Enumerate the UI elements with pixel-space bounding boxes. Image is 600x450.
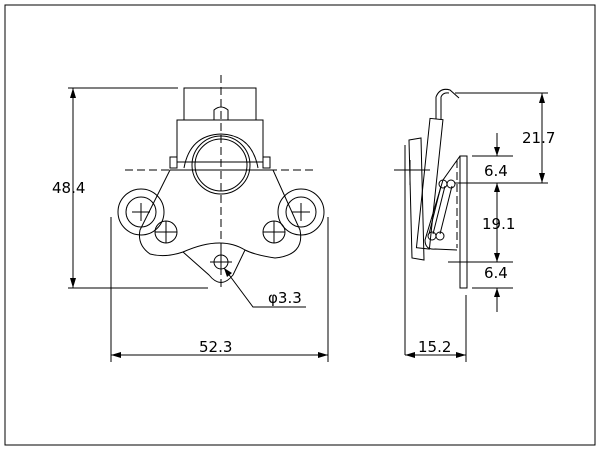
top-block [183, 87, 257, 121]
side-view: 21.7 6.4 19.1 6.4 15.2 [394, 88, 555, 362]
latch-body [139, 169, 302, 283]
dim-hole-label: φ3.3 [268, 289, 302, 307]
dim-top-label: 21.7 [522, 129, 555, 147]
dim-height-label: 48.4 [52, 179, 85, 197]
dim-depth-label: 15.2 [418, 338, 451, 356]
dim-lower-offset-label: 6.4 [484, 264, 508, 282]
drawing-border [4, 4, 596, 446]
dim-width-label: 52.3 [199, 338, 232, 356]
hook [435, 88, 460, 119]
dim-upper-offset-label: 6.4 [484, 162, 508, 180]
left-ear [117, 188, 165, 236]
mid-block [176, 119, 264, 163]
mounting-plate [459, 155, 468, 289]
front-view: 48.4 52.3 φ3.3 [52, 75, 329, 362]
dim-spring-label: 19.1 [482, 215, 515, 233]
